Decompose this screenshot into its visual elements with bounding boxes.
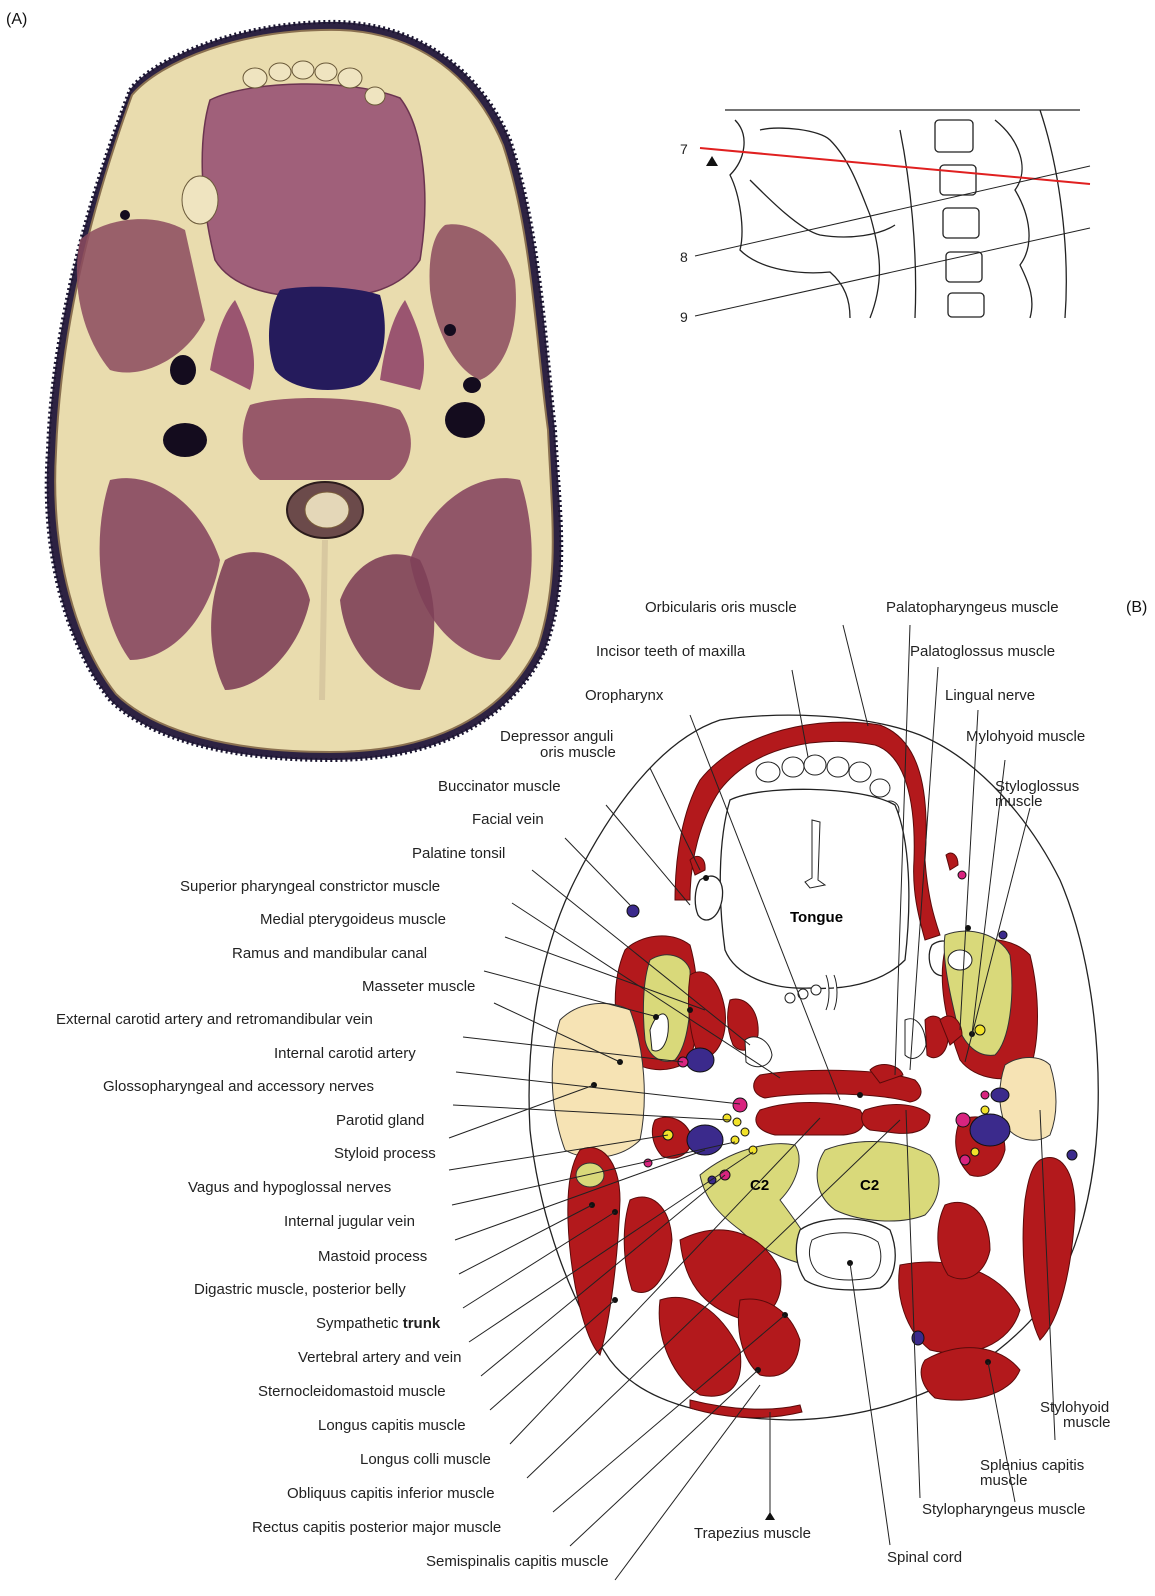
label-styloid: Styloid process: [334, 1145, 436, 1162]
left-sympathetic-trunk: [749, 1146, 757, 1154]
label-glossopharyngeal: Glossopharyngeal and accessory nerves: [103, 1078, 374, 1095]
label-vertebral: Vertebral artery and vein: [298, 1349, 461, 1366]
right-internal-jugular: [970, 1114, 1010, 1146]
right-palatine-tonsil: [905, 1019, 926, 1059]
left-palatine-tonsil: [745, 1037, 772, 1067]
label-sympathetic-part1: Sympathetic: [316, 1315, 403, 1332]
left-facial-vein: [627, 905, 639, 917]
label-ramus: Ramus and mandibular canal: [232, 945, 427, 962]
label-incisor: Incisor teeth of maxilla: [596, 643, 746, 660]
right-mandibular-canal: [948, 950, 972, 970]
left-parotid: [552, 1003, 644, 1157]
label-lingual: Lingual nerve: [945, 687, 1035, 704]
label-ijv: Internal jugular vein: [284, 1213, 415, 1230]
label-depressor-line1: Depressor anguli: [500, 728, 613, 745]
schematic-b: Tongue C2 C2: [529, 715, 1098, 1420]
right-obliquus: [938, 1202, 990, 1278]
label-palatine-tonsil: Palatine tonsil: [412, 845, 505, 862]
left-internal-carotid: [733, 1098, 747, 1112]
longus-colli: [862, 1105, 930, 1134]
label-longus-capitis: Longus capitis muscle: [318, 1417, 466, 1434]
sagittal-inset: 7 8 9: [680, 108, 1090, 325]
label-oropharynx: Oropharynx: [585, 687, 664, 704]
right-depressor: [946, 853, 958, 870]
right-ext-jugular: [1067, 1150, 1077, 1160]
photo-section-a: [47, 22, 562, 760]
label-trapezius: Trapezius muscle: [694, 1525, 811, 1542]
right-external-carotid: [981, 1091, 989, 1099]
c2-right-label: C2: [860, 1177, 879, 1194]
label-longus-colli: Longus colli muscle: [360, 1451, 491, 1468]
left-retromandibular-vein: [686, 1048, 714, 1072]
label-mastoid: Mastoid process: [318, 1248, 427, 1265]
level-8-label: 8: [680, 249, 688, 265]
label-vagus: Vagus and hypoglossal nerves: [188, 1179, 391, 1196]
label-masseter: Masseter muscle: [362, 978, 475, 995]
leader-lines: [449, 625, 1055, 1580]
tongue-photo: [202, 84, 425, 296]
label-facial-vein: Facial vein: [472, 811, 544, 828]
spinal-cord: [809, 1233, 880, 1280]
right-facial-artery: [958, 871, 966, 879]
right-lingual-nerve: [975, 1025, 985, 1035]
left-small-artery: [644, 1159, 652, 1167]
panel-b-label: (B): [1126, 599, 1147, 616]
level-7-label: 7: [680, 141, 688, 157]
label-spinal-cord: Spinal cord: [887, 1549, 962, 1566]
label-obliquus: Obliquus capitis inferior muscle: [287, 1485, 495, 1502]
label-buccinator: Buccinator muscle: [438, 778, 561, 795]
left-mastoid: [576, 1163, 604, 1187]
label-semispinalis: Semispinalis capitis muscle: [426, 1553, 609, 1570]
level-arrow-icon: [706, 156, 718, 166]
label-scm: Sternocleidomastoid muscle: [258, 1383, 446, 1400]
right-vertebral-artery: [960, 1155, 970, 1165]
label-parotid: Parotid gland: [336, 1112, 424, 1129]
tongue-shape: [720, 789, 909, 988]
left-accessory: [733, 1118, 741, 1126]
right-vagus: [971, 1148, 979, 1156]
left-rectus: [738, 1299, 800, 1376]
oropharynx-photo: [269, 287, 385, 390]
right-splenius: [921, 1348, 1020, 1401]
trapezius-band: [690, 1400, 802, 1418]
left-hypoglossal: [741, 1128, 749, 1136]
prevertebral-photo: [243, 398, 411, 480]
trapezius-arrow-icon: [765, 1512, 775, 1520]
label-orbicularis: Orbicularis oris muscle: [645, 599, 797, 616]
label-mylohyoid: Mylohyoid muscle: [966, 728, 1085, 745]
right-facial-vein: [999, 931, 1007, 939]
label-depressor-line2: oris muscle: [540, 744, 616, 761]
tongue-label: Tongue: [790, 909, 843, 926]
left-glossopharyngeal: [723, 1114, 731, 1122]
longus-capitis: [756, 1103, 864, 1136]
nuchal-ligament-photo: [322, 540, 325, 700]
label-medial-pterygoid: Medial pterygoideus muscle: [260, 911, 446, 928]
label-sympathetic-part2: trunk: [403, 1315, 441, 1332]
label-ext-carotid: External carotid artery and retromandibu…: [56, 1011, 373, 1028]
spinal-cord-photo: [305, 492, 349, 528]
label-sup-constrictor: Superior pharyngeal constrictor muscle: [180, 878, 440, 895]
label-int-carotid: Internal carotid artery: [274, 1045, 416, 1062]
right-hypoglossal: [981, 1106, 989, 1114]
c2-left-label: C2: [750, 1177, 769, 1194]
panel-a-label: (A): [6, 11, 27, 28]
level-9-label: 9: [680, 309, 688, 325]
label-splenius-line2: muscle: [980, 1472, 1028, 1489]
label-stylopharyngeus: Stylopharyngeus muscle: [922, 1501, 1085, 1518]
label-sympathetic: Sympathetic trunk: [316, 1315, 441, 1332]
label-styloglossus-line2: muscle: [995, 793, 1043, 810]
right-internal-carotid: [956, 1113, 970, 1127]
right-retromandibular-vein: [991, 1088, 1009, 1102]
left-ramus: [643, 955, 690, 1062]
label-palatoglossus: Palatoglossus muscle: [910, 643, 1055, 660]
inset-background: [725, 108, 1080, 318]
label-palatopharyngeus: Palatopharyngeus muscle: [886, 599, 1059, 616]
label-rectus: Rectus capitis posterior major muscle: [252, 1519, 501, 1536]
label-stylohyoid-line2: muscle: [1063, 1414, 1111, 1431]
left-mandible-body: [695, 876, 722, 920]
label-digastric: Digastric muscle, posterior belly: [194, 1281, 406, 1298]
